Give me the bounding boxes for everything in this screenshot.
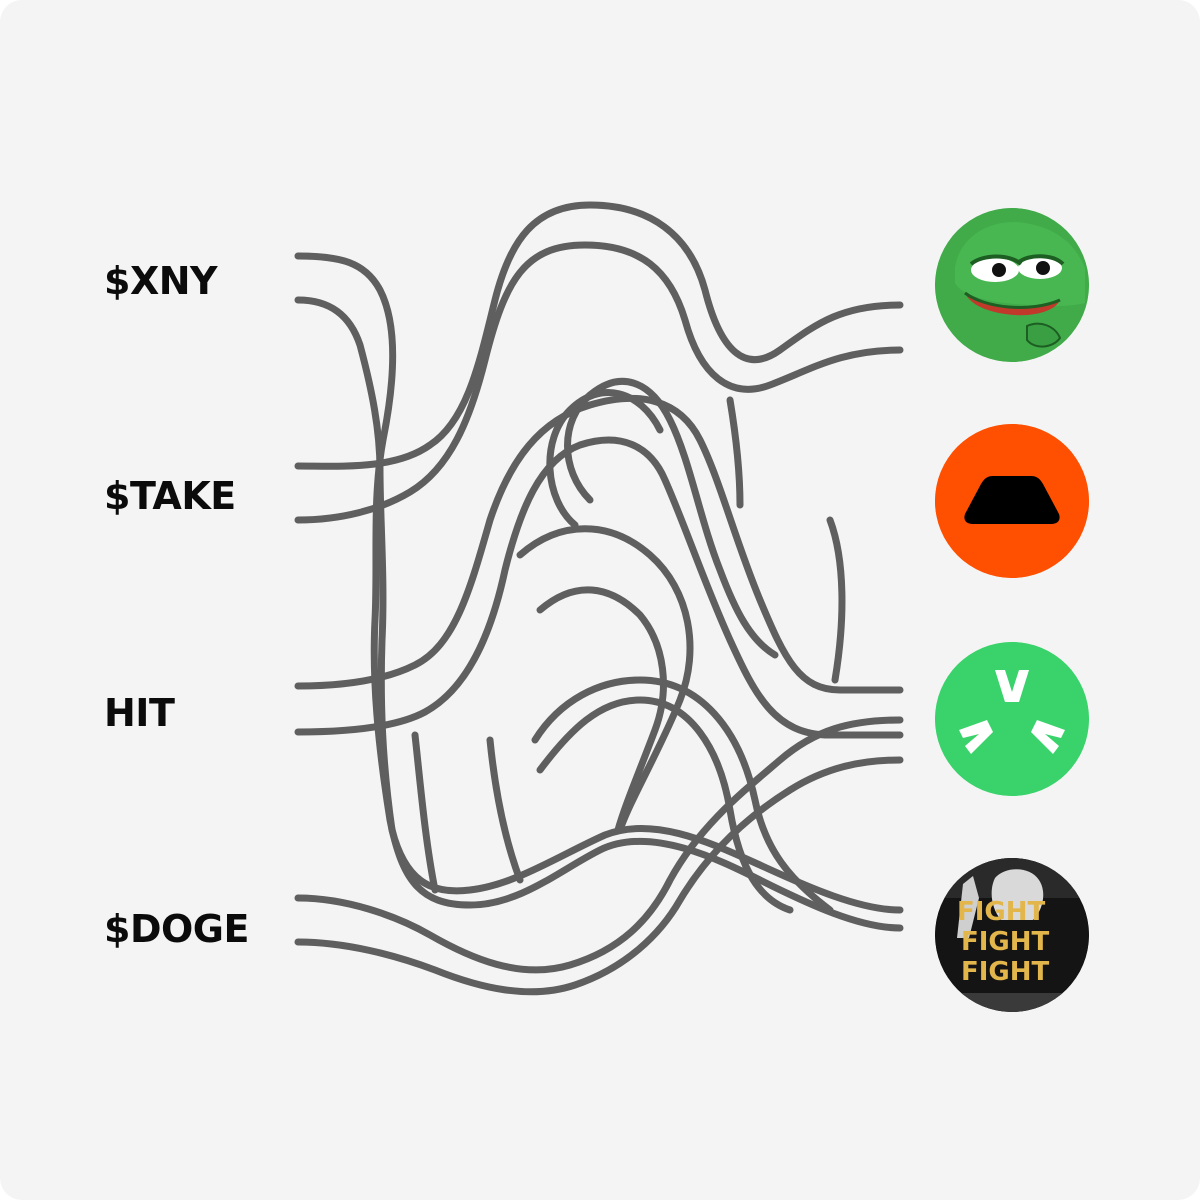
maze-loop-5-inner [726,396,744,509]
ticker-label-doge: $DOGE [104,907,249,951]
maze-loop-1 [516,525,694,834]
burst-art [935,642,1089,796]
maze-path-d-inner [294,756,904,996]
fight-text-3: FIGHT [961,957,1050,987]
ticker-label-take: $TAKE [104,474,236,518]
maze-path-b-outer [294,201,904,470]
maze-loop-2-inner [546,389,664,529]
trapezoid-art [935,424,1089,578]
trapezoid-icon[interactable] [935,424,1089,578]
maze-path-b-inner [294,241,904,524]
maze-loop-4 [411,731,439,894]
maze-path-c-inner [294,436,904,739]
fight-text-2: FIGHT [961,927,1050,957]
maze-loop-4-inner [486,736,524,884]
fight-text-1: FIGHT [957,897,1046,927]
burst-icon[interactable] [935,642,1089,796]
maze-loop-3-inner [531,676,834,914]
pepe-frog-icon[interactable] [935,208,1089,362]
fight-poster-art: FIGHT FIGHT FIGHT [935,858,1089,1012]
maze-loop-2 [564,377,779,659]
ticker-label-hit: HIT [104,691,175,735]
ticker-label-xny: $XNY [104,259,218,303]
pepe-frog-art [935,208,1089,362]
fight-poster-icon[interactable]: FIGHT FIGHT FIGHT [935,858,1089,1012]
maze-loop-3 [536,696,794,914]
maze-loop-1-inner [536,586,667,834]
maze-loop-5 [826,516,846,684]
maze-path-d-outer [294,716,904,974]
